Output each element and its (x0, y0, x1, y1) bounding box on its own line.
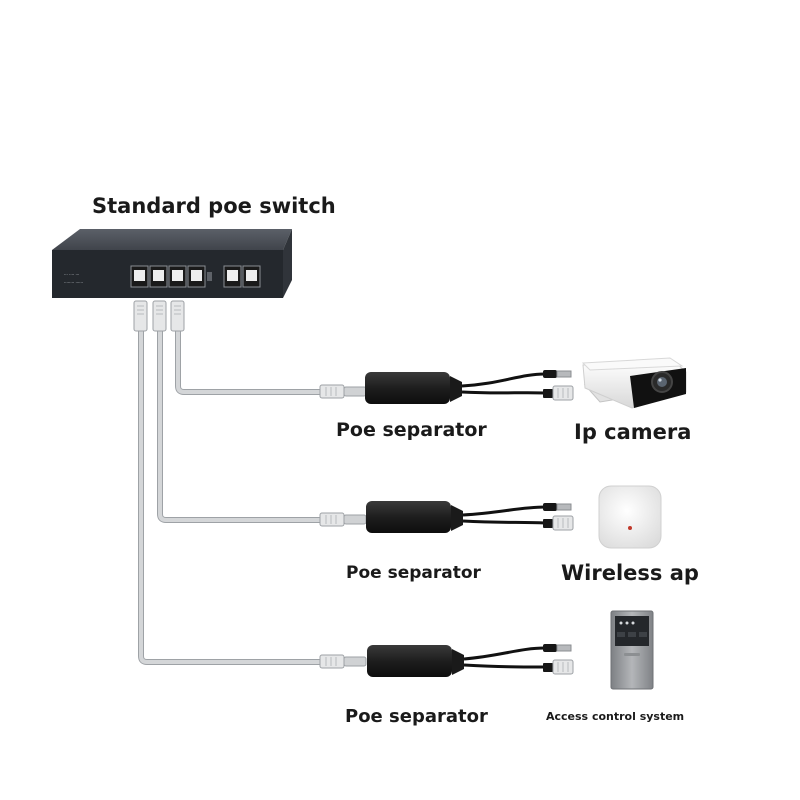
dc-plug-1 (543, 370, 572, 378)
switch-led (207, 272, 212, 281)
ip-camera-icon (581, 357, 687, 409)
dc-plug-2 (543, 503, 572, 511)
switch-uplink-ports (223, 265, 261, 288)
svg-text:········ ······: ········ ······ (64, 280, 83, 285)
poe-separator-3 (319, 644, 574, 677)
separator-label-2: Poe separator (346, 563, 481, 583)
access-control-panel-icon (610, 610, 654, 690)
separator-body-3 (367, 645, 452, 677)
separator-body-1 (365, 372, 450, 404)
rj45-input-plug-1 (319, 384, 367, 399)
switch-model-text: ··· ···· ··· (64, 272, 79, 277)
poe-separator-1 (319, 370, 574, 404)
rj45-output-plug-3 (543, 659, 574, 675)
device-label-wireless-ap: Wireless ap (561, 561, 699, 585)
cable-to-separator-3 (138, 327, 325, 665)
rj45-output-plug-1 (543, 385, 574, 401)
switch-cable-plugs (133, 300, 185, 332)
separator-label-3: Poe separator (345, 706, 488, 727)
wireless-ap-icon (598, 485, 662, 549)
poe-switch: ··· ···· ··· ········ ······ (52, 229, 292, 298)
dc-plug-3 (543, 644, 572, 652)
cable-to-separator-2 (157, 327, 325, 523)
switch-poe-ports (130, 265, 206, 288)
poe-separator-2 (319, 501, 574, 533)
separator-body-2 (366, 501, 451, 533)
device-label-access-control: Access control system (546, 710, 685, 723)
rj45-output-plug-2 (543, 515, 574, 531)
device-label-ip-camera: Ip camera (574, 420, 692, 444)
ethernet-cables (138, 327, 325, 665)
rj45-input-plug-3 (319, 654, 367, 669)
ap-status-led-icon (628, 526, 632, 530)
switch-title: Standard poe switch (92, 194, 336, 218)
rj45-input-plug-2 (319, 512, 367, 527)
cable-to-separator-1 (175, 327, 325, 395)
separator-label-1: Poe separator (336, 419, 487, 441)
